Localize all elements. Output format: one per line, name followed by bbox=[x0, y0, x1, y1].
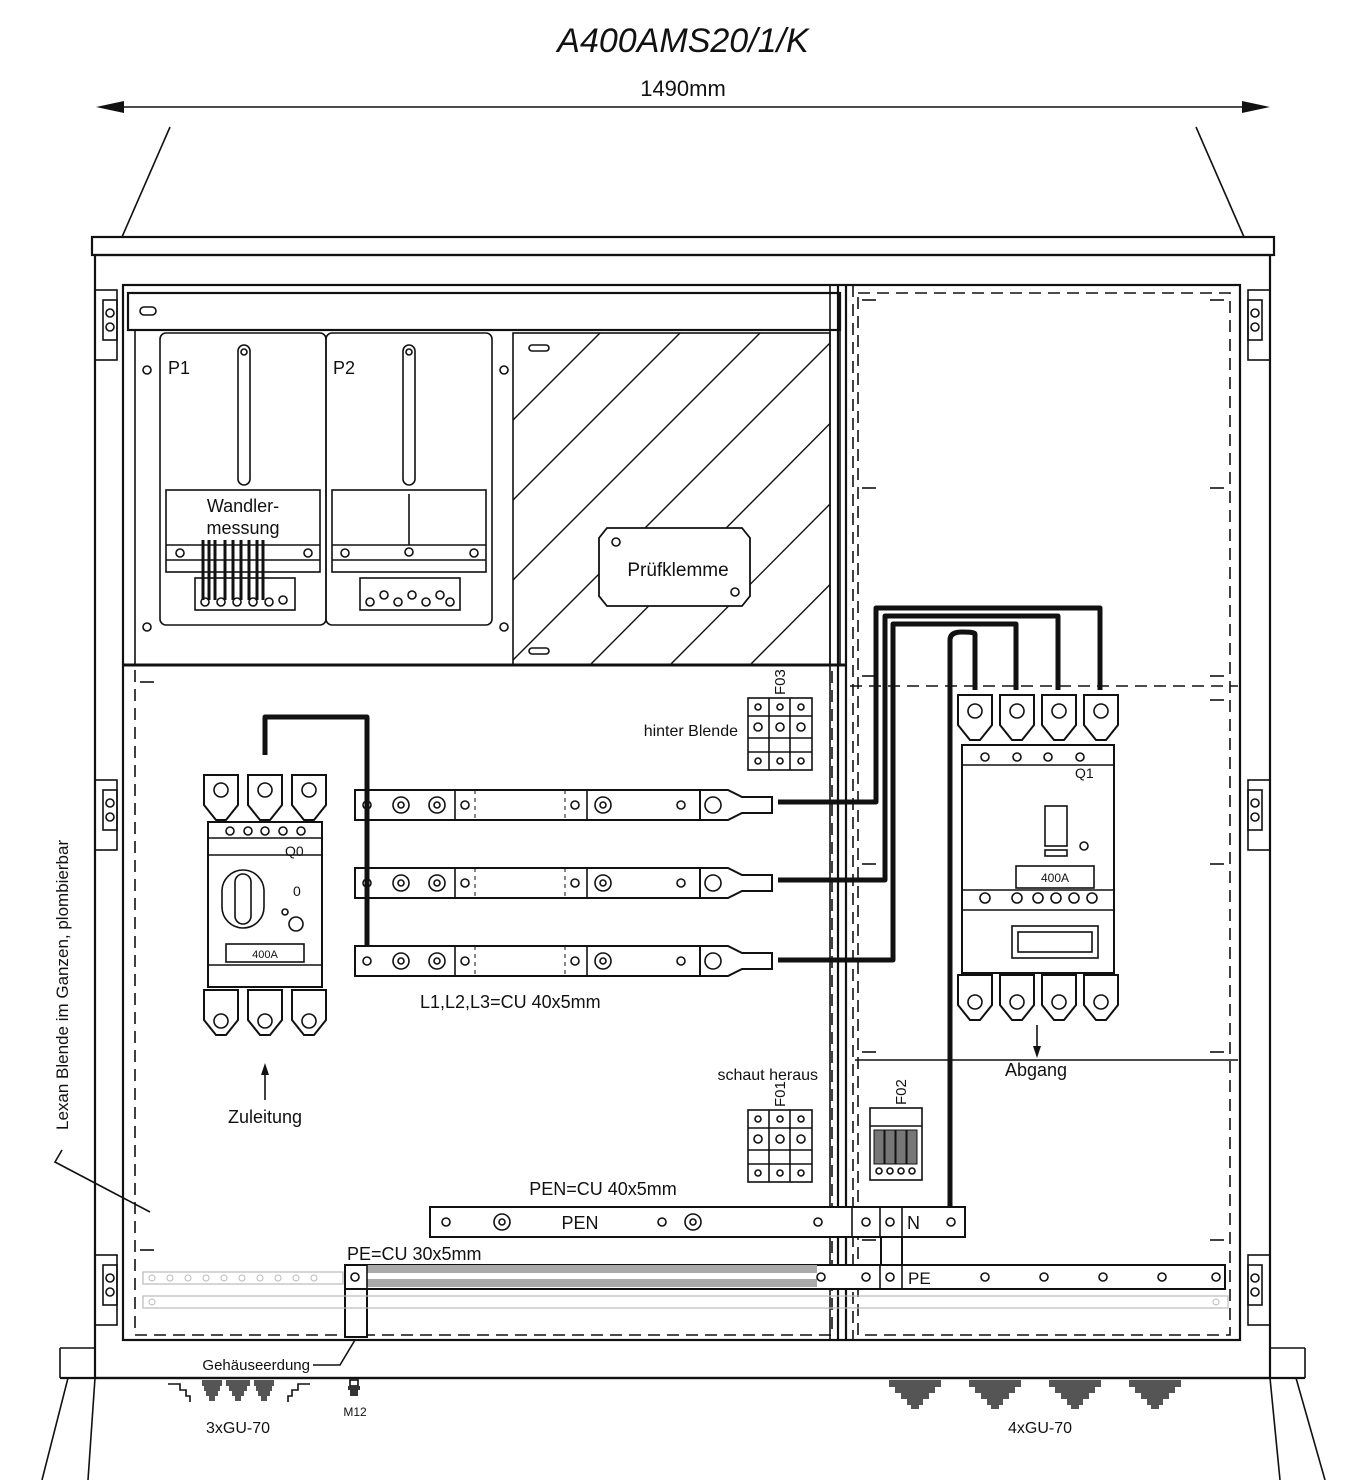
lexan-leader-line bbox=[53, 1149, 151, 1213]
enclosure-roof bbox=[90, 235, 1276, 257]
abgang-arrow bbox=[1033, 1025, 1041, 1058]
n-label: N bbox=[907, 1213, 920, 1233]
wandlermessung-label-2: messung bbox=[206, 518, 279, 538]
main-switch-q0 bbox=[203, 774, 327, 1036]
gehaeuseerdung-leader-line bbox=[313, 1339, 356, 1366]
roof-slope-lines bbox=[121, 126, 1245, 238]
m12-label: M12 bbox=[343, 1405, 367, 1419]
meter-p1-label: P1 bbox=[168, 358, 190, 378]
panel-screw bbox=[142, 365, 152, 375]
surge-protector-f02 bbox=[869, 1107, 923, 1181]
bottom-mounting-strips bbox=[142, 1271, 1229, 1309]
door-hinge-left-middle bbox=[94, 779, 118, 851]
pen-rail-spec-label: PEN=CU 40x5mm bbox=[529, 1179, 677, 1199]
pen-label: PEN bbox=[561, 1213, 598, 1233]
schaut-heraus-label: schaut heraus bbox=[717, 1067, 818, 1084]
gland-right-label: 4xGU-70 bbox=[1008, 1420, 1072, 1437]
gland-left-label: 3xGU-70 bbox=[206, 1420, 270, 1437]
enclosure-inner-frame bbox=[121, 283, 1242, 1342]
cable-glands-left bbox=[168, 1380, 310, 1402]
central-mounting-rail bbox=[829, 285, 854, 1340]
housing-earth-strap bbox=[344, 1288, 368, 1338]
zuleitung-arrow bbox=[261, 1063, 269, 1100]
fuse-f02-label: F02 bbox=[893, 1079, 910, 1105]
fuse-f03 bbox=[747, 697, 813, 771]
test-terminal-pruefklemme bbox=[598, 527, 751, 607]
drawing-title: A400AMS20/1/K bbox=[555, 22, 810, 60]
fuse-f03-label: F03 bbox=[772, 669, 789, 695]
q1-rating-label: 400A bbox=[1041, 871, 1069, 885]
q0-rating-label: 400A bbox=[252, 949, 278, 961]
pe-rail bbox=[344, 1264, 1226, 1290]
width-label: 1490mm bbox=[640, 76, 726, 101]
lexan-cover-label: Lexan Blende im Ganzen, plombierbar bbox=[53, 840, 72, 1130]
hatched-blank-panel bbox=[512, 332, 831, 666]
cover-strip-slot bbox=[139, 306, 157, 316]
pruefklemme-label: Prüfklemme bbox=[627, 560, 728, 581]
width-dimension-line bbox=[96, 101, 1270, 113]
pen-rail bbox=[429, 1206, 966, 1238]
pe-label: PE bbox=[908, 1269, 931, 1288]
panel-screw bbox=[499, 365, 509, 375]
panel-screw bbox=[142, 622, 152, 632]
zuleitung-label: Zuleitung bbox=[228, 1107, 302, 1127]
q0-label: Q0 bbox=[285, 843, 304, 859]
busbar-spec-label: L1,L2,L3=CU 40x5mm bbox=[420, 992, 601, 1012]
fuse-f01 bbox=[747, 1109, 813, 1183]
gehaeuseerdung-label: Gehäuseerdung bbox=[202, 1357, 310, 1374]
pen-pe-bridge bbox=[880, 1236, 903, 1268]
panel-screw bbox=[499, 622, 509, 632]
earth-bolt-m12 bbox=[348, 1379, 360, 1396]
meter-p2-label: P2 bbox=[333, 358, 355, 378]
busbar-l2 bbox=[354, 867, 773, 899]
outgoing-switch-q1 bbox=[957, 694, 1119, 1021]
q1-label: Q1 bbox=[1075, 765, 1094, 781]
base-plinth bbox=[41, 1347, 1326, 1480]
right-compartment-outline bbox=[857, 292, 1231, 1336]
wandlermessung-label-1: Wandler- bbox=[207, 496, 279, 516]
busbar-l1 bbox=[354, 789, 773, 821]
meter-place-p2 bbox=[325, 332, 493, 626]
hinter-blende-label: hinter Blende bbox=[644, 723, 738, 740]
q0-position-zero: 0 bbox=[293, 883, 301, 899]
cable-glands-right bbox=[889, 1380, 1181, 1409]
abgang-label: Abgang bbox=[1005, 1060, 1067, 1080]
pe-rail-spec-label: PE=CU 30x5mm bbox=[347, 1244, 482, 1264]
door-hinge-right-middle bbox=[1247, 779, 1271, 851]
top-cover-strip bbox=[126, 291, 842, 332]
outgoing-wires-q1 bbox=[778, 605, 1103, 1220]
door-hinge-right-bottom bbox=[1247, 1254, 1271, 1326]
current-transformer-wires bbox=[200, 540, 288, 607]
door-hinge-right-top bbox=[1247, 289, 1271, 361]
door-hinge-left-bottom bbox=[94, 1254, 118, 1326]
busbar-l3 bbox=[354, 945, 773, 977]
door-hinge-left-top bbox=[94, 289, 118, 361]
rail-slots bbox=[140, 299, 1224, 1251]
fuse-f01-label: F01 bbox=[772, 1081, 789, 1107]
